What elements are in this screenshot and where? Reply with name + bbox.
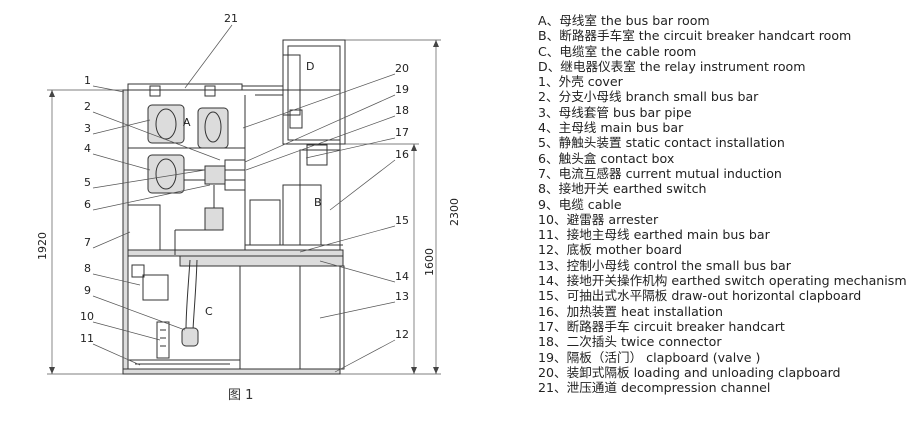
callout-8: 8 — [84, 262, 91, 275]
callout-16: 16 — [395, 148, 409, 161]
component-legend: A、母线室 the bus bar room B、断路器手车室 the circ… — [538, 13, 907, 396]
legend-item: 8、接地开关 earthed switch — [538, 181, 707, 197]
legend-item: 4、主母线 main bus bar — [538, 120, 684, 136]
legend-item: B、断路器手车室 the circuit breaker handcart ro… — [538, 28, 852, 44]
legend-item: 13、控制小母线 control the small bus bar — [538, 257, 791, 273]
legend-item: 21、泄压通道 decompression channel — [538, 380, 771, 396]
callout-12: 12 — [395, 328, 409, 341]
room-label-a: A — [183, 116, 191, 129]
cable-room-components — [127, 204, 240, 365]
legend-item: 7、电流互感器 current mutual induction — [538, 165, 782, 181]
legend-item: 5、静触头装置 static contact installation — [538, 135, 785, 151]
legend-item: 6、触头盒 contact box — [538, 150, 675, 166]
legend-item: C、电缆室 the cable room — [538, 43, 697, 59]
legend-item: 19、隔板（活门） clapboard (valve ) — [538, 349, 761, 365]
switchgear-cross-section-diagram: 1920 2300 1600 — [36, 12, 461, 375]
callout-3: 3 — [84, 122, 91, 135]
callout-10: 10 — [80, 310, 94, 323]
callout-17: 17 — [395, 126, 409, 139]
dimension-1920: 1920 — [36, 232, 49, 260]
legend-item: 17、断路器手车 circuit breaker handcart — [538, 318, 785, 334]
bus-bar-insulators — [147, 85, 229, 194]
callout-numbers: 21 20 19 18 17 16 15 14 13 12 1 2 3 4 5 … — [80, 12, 409, 345]
legend-item: 20、装卸式隔板 loading and unloading clapboard — [538, 364, 841, 380]
legend-item: A、母线室 the bus bar room — [538, 13, 710, 28]
cabinet-outline — [122, 39, 346, 375]
legend-item: 1、外壳 cover — [538, 74, 623, 90]
callout-6: 6 — [84, 198, 91, 211]
callout-1: 1 — [84, 74, 91, 87]
callout-leaders — [92, 24, 396, 373]
legend-item: 12、底板 mother board — [538, 242, 682, 258]
callout-11: 11 — [80, 332, 94, 345]
figure-caption: 图 1 — [228, 388, 254, 403]
legend-item: 18、二次插头 twice connector — [538, 334, 722, 350]
legend-item: 3、母线套管 bus bar pipe — [538, 104, 692, 120]
callout-13: 13 — [395, 290, 409, 303]
room-label-b: B — [314, 196, 322, 209]
legend-item: 14、接地开关操作机构 earthed switch operating mec… — [538, 273, 907, 289]
callout-18: 18 — [395, 104, 409, 117]
room-label-d: D — [306, 60, 314, 73]
legend-item: 10、避雷器 arrester — [538, 211, 659, 227]
legend-item: D、继电器仪表室 the relay instrument room — [538, 58, 806, 74]
legend-item: 2、分支小母线 branch small bus bar — [538, 89, 759, 105]
legend-item: 16、加热装置 heat installation — [538, 303, 723, 319]
legend-item: 15、可抽出式水平隔板 draw-out horizontal clapboar… — [538, 288, 862, 304]
callout-20: 20 — [395, 62, 409, 75]
callout-19: 19 — [395, 83, 409, 96]
callout-15: 15 — [395, 214, 409, 227]
callout-21: 21 — [224, 12, 238, 25]
callout-14: 14 — [395, 270, 409, 283]
dimension-1600: 1600 — [423, 248, 436, 276]
contact-box-assembly — [184, 159, 246, 231]
callout-7: 7 — [84, 236, 91, 249]
callout-4: 4 — [84, 142, 91, 155]
legend-item: 9、电缆 cable — [538, 196, 622, 212]
room-label-c: C — [205, 305, 213, 318]
legend-item: 11、接地主母线 earthed main bus bar — [538, 227, 770, 243]
dimension-2300: 2300 — [448, 198, 461, 226]
callout-5: 5 — [84, 176, 91, 189]
callout-2: 2 — [84, 100, 91, 113]
callout-9: 9 — [84, 284, 91, 297]
